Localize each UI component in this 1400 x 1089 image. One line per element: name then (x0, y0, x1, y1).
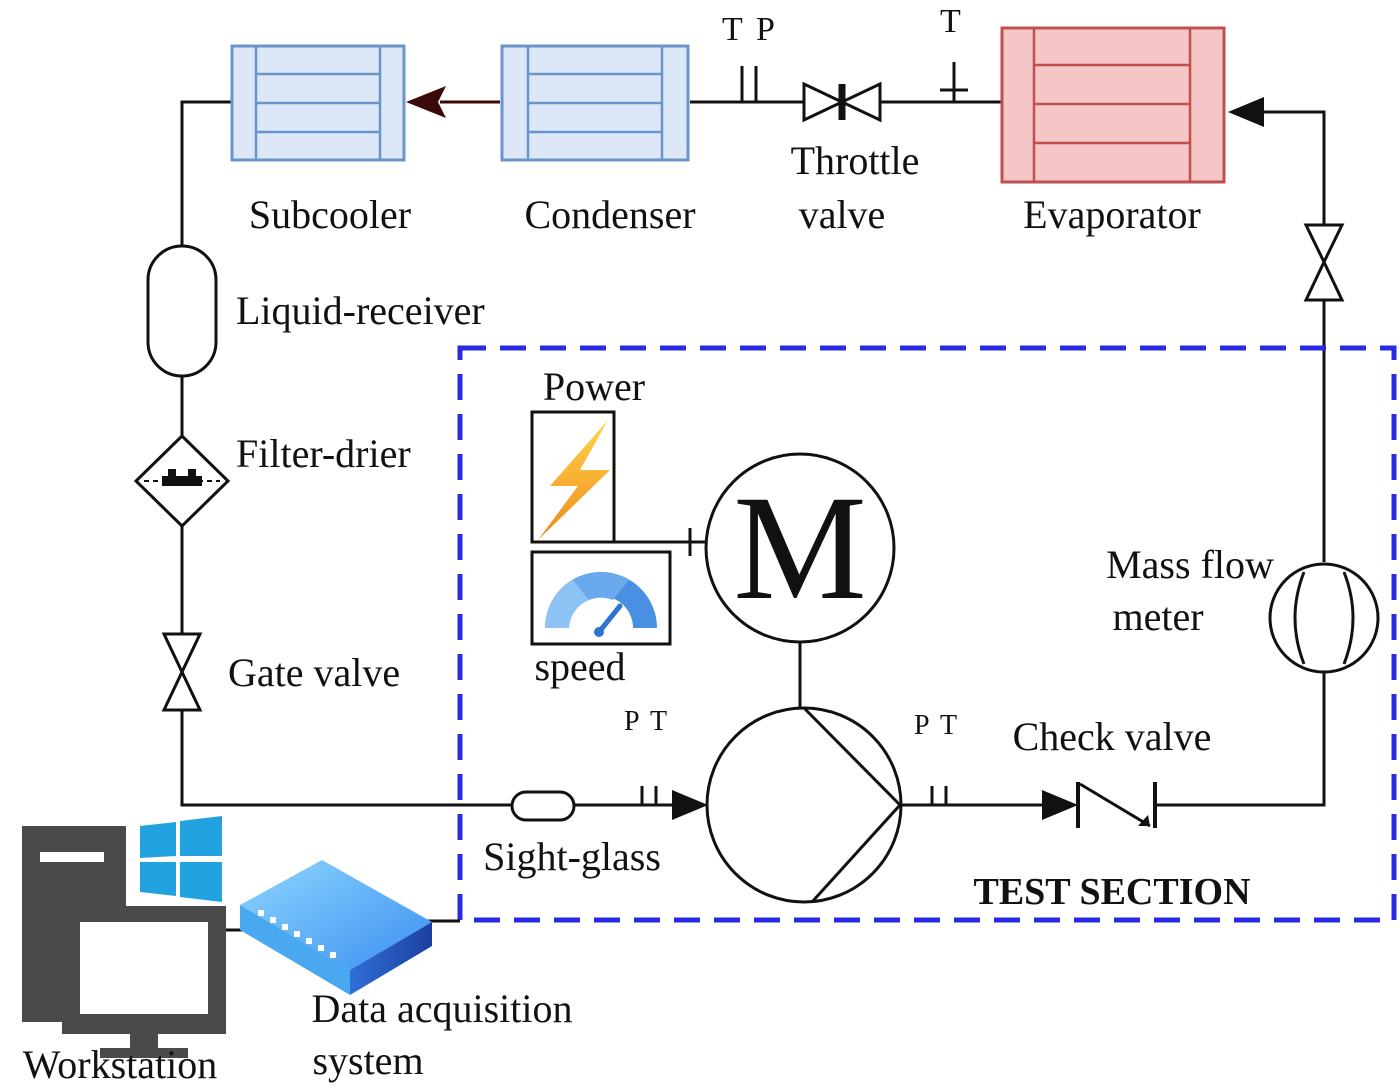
label-throttle-valve-line2: valve (799, 192, 886, 237)
test-section-boundary (457, 345, 1397, 923)
mass-flow-meter (1268, 562, 1380, 674)
condenser (500, 44, 690, 162)
speedometer-icon (545, 572, 657, 637)
sight-glass (510, 790, 576, 822)
label-sensor-condenser-T: T (722, 11, 743, 48)
power-meter (530, 410, 616, 544)
sensor-tap-evaporator-inlet (940, 62, 968, 102)
label-subcooler: Subcooler (249, 192, 411, 237)
check-valve[interactable] (1076, 782, 1157, 828)
label-speed: speed (534, 644, 625, 689)
lightning-bolt-icon (538, 420, 610, 540)
data-acquisition-box-icon (240, 860, 432, 995)
motor (704, 452, 896, 644)
evaporator-inlet-valve[interactable] (1303, 223, 1345, 302)
flow-arrow-pump-inlet (672, 790, 708, 820)
gate-valve[interactable] (161, 632, 203, 712)
pipe-checkvalve-to-flowmeter (1155, 672, 1326, 807)
label-mass-flow-meter-line2: meter (1112, 594, 1203, 639)
computer-icon (22, 826, 226, 1058)
liquid-receiver (146, 244, 218, 378)
label-mass-flow-meter-line1: Mass flow (1106, 542, 1274, 587)
label-condenser: Condenser (524, 192, 695, 237)
pipe-valve-to-evaporator (1244, 110, 1326, 225)
sensor-tap-pump-inlet (640, 786, 658, 805)
label-liquid-receiver: Liquid-receiver (236, 288, 485, 333)
pipe-subcooler-to-receiver (180, 100, 232, 248)
flow-arrow-subcooler (406, 86, 446, 118)
sensor-tap-pump-outlet (930, 786, 948, 805)
label-sensor-evaporator-T: T (940, 3, 961, 40)
label-power: Power (543, 364, 645, 409)
label-sensor-pump-outlet-P: P (914, 710, 930, 741)
label-sensor-pump-inlet-T: T (650, 706, 667, 737)
pipe-gate-to-sightglass (180, 710, 514, 807)
evaporator (1000, 26, 1226, 184)
label-sensor-pump-inlet-P: P (624, 706, 640, 737)
label-test-section: TEST SECTION (973, 871, 1250, 913)
label-sight-glass: Sight-glass (483, 834, 661, 879)
label-daq-line1: Data acquisition (311, 986, 572, 1031)
label-daq-line2: system (312, 1038, 423, 1083)
label-sensor-condenser-P: P (756, 11, 775, 48)
speed-meter (530, 550, 672, 646)
sensor-tap-condenser-outlet (740, 66, 758, 102)
label-evaporator: Evaporator (1023, 192, 1201, 237)
filter-drier (133, 433, 231, 529)
subcooler (230, 44, 406, 162)
label-workstation: Workstation (23, 1042, 218, 1087)
flow-arrow-evaporator-inlet (1228, 97, 1264, 127)
flow-arrow-pump-outlet (1042, 790, 1078, 820)
windows-logo-icon (140, 816, 222, 902)
label-filter-drier: Filter-drier (236, 431, 411, 476)
label-gate-valve: Gate valve (228, 650, 400, 695)
label-throttle-valve-line1: Throttle (791, 138, 920, 183)
pump (705, 706, 903, 904)
label-sensor-pump-outlet-T: T (940, 710, 957, 741)
throttle-valve[interactable] (802, 81, 882, 123)
motor-symbol: M (733, 465, 866, 631)
label-check-valve: Check valve (1013, 714, 1212, 759)
